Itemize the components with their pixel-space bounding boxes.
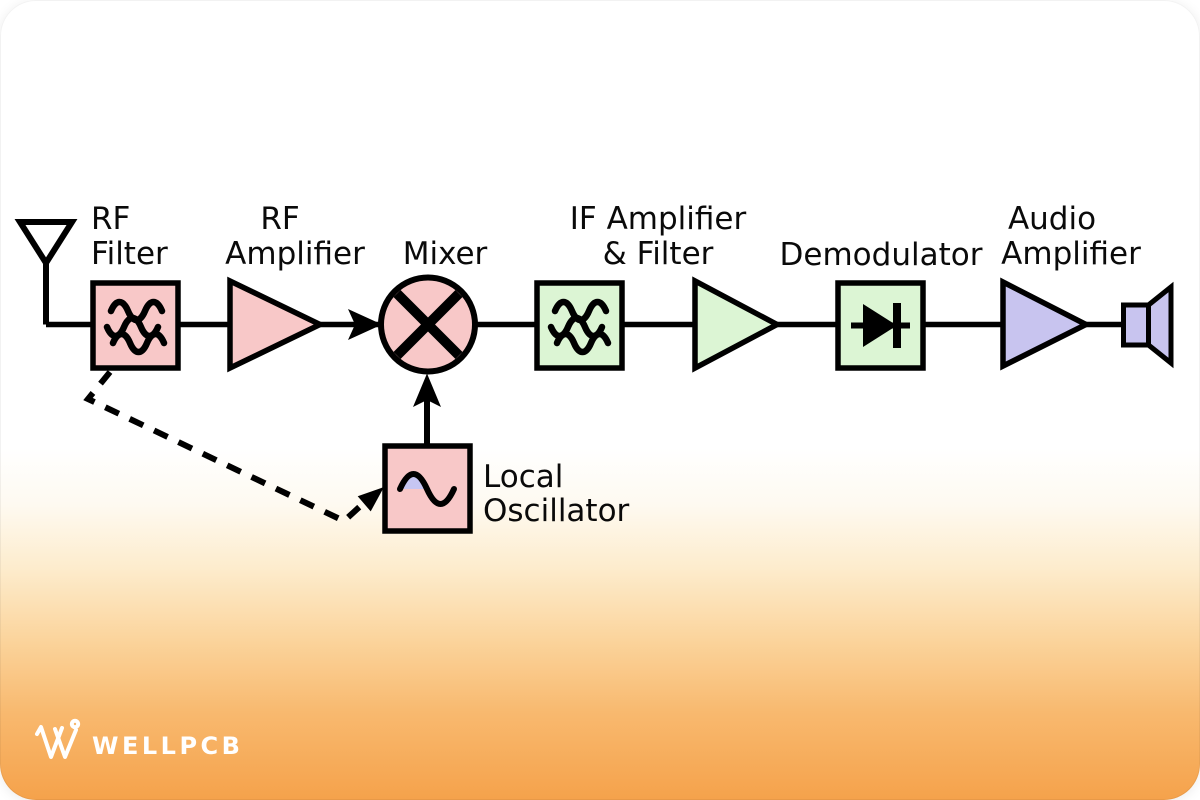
audio-amplifier-label-line1: Audio <box>1008 201 1096 237</box>
wellpcb-w-mark-icon <box>35 718 81 759</box>
feedback-arrowhead-icon <box>357 487 384 512</box>
lo-to-mixer-arrow <box>413 373 441 446</box>
demodulator-label: Demodulator <box>780 237 983 273</box>
audio-amplifier-label-line2: Amplifier <box>1001 236 1141 272</box>
rf-filter-label-line2: Filter <box>91 236 168 272</box>
audio-amplifier-triangle <box>1000 277 1093 371</box>
if-amplifier-label-line1: IF Amplifier <box>570 201 747 237</box>
sine-wave-icon <box>397 471 457 507</box>
diode-icon <box>851 303 910 348</box>
antenna-icon <box>14 219 78 325</box>
local-oscillator-label-line2: Oscillator <box>483 493 630 529</box>
speaker-icon <box>1121 281 1174 369</box>
local-oscillator-label-line1: Local <box>483 459 563 495</box>
rf-amplifier-label-line1: RF <box>260 201 299 237</box>
rf-amplifier-triangle <box>227 276 327 373</box>
wellpcb-wordmark: WELLPCB <box>92 732 243 760</box>
if-amplifier-label-line2: & Filter <box>603 236 714 272</box>
rf-amplifier-label-line2: Amplifier <box>225 236 365 272</box>
mixer-label: Mixer <box>403 236 488 272</box>
mixer-x-icon <box>393 289 463 360</box>
up-arrowhead-icon <box>413 373 441 407</box>
feedback-dashed-line <box>83 370 369 525</box>
mixer-input-arrowhead-icon <box>348 309 382 340</box>
wellpcb-logo: WELLPCB <box>35 718 243 760</box>
if-amplifier-triangle <box>692 276 783 373</box>
rf-filter-label-line1: RF <box>91 201 130 237</box>
